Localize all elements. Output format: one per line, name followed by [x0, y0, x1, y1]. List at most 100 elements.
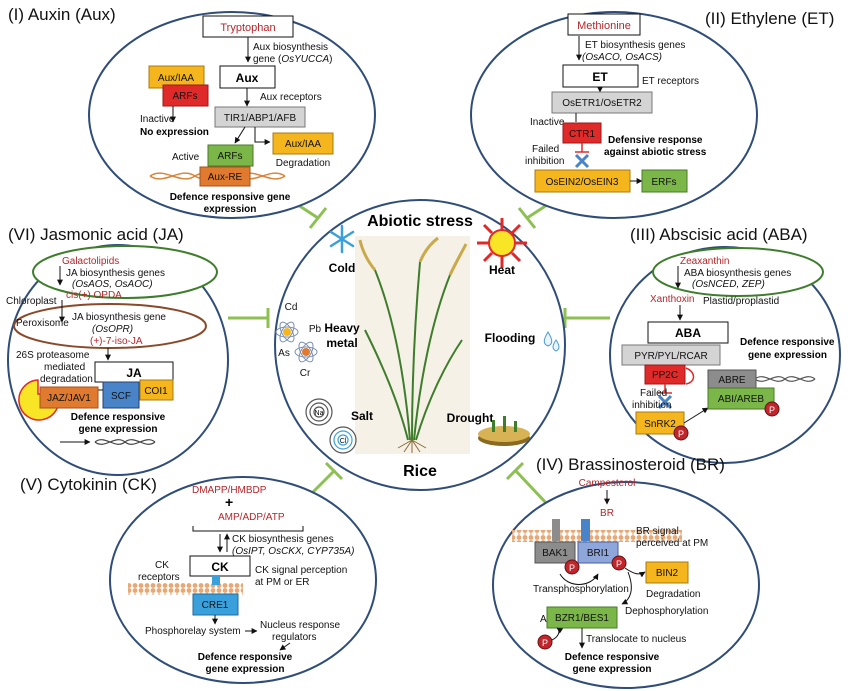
- jasmonic-opda: cis(+) OPDA: [66, 290, 122, 301]
- aba-response-line1: Defence responsive: [740, 337, 835, 348]
- brassinosteroid-signal-line2: perceived at PM: [636, 538, 708, 549]
- jasmonic-precursor: Galactolipids: [62, 256, 119, 267]
- ethylene-receptors-label: ET receptors: [642, 76, 699, 87]
- cytokinin-panel: (V) Cytokinin (CK) DMAPP/HMBDP + AMP/ADP…: [20, 475, 377, 684]
- auxin-degraded: Aux/IAA: [285, 139, 321, 150]
- sun-icon: [477, 218, 527, 268]
- ion-na: Na: [315, 410, 324, 417]
- stress-heavy-metal-line1: Heavy: [324, 321, 360, 335]
- center-title: Abiotic stress: [367, 213, 473, 230]
- aba-genes: (OsNCED, ZEP): [692, 279, 765, 290]
- stress-heavy-metal-line2: metal: [326, 336, 357, 350]
- cytokinin-precursor-2: AMP/ADP/ATP: [218, 512, 285, 523]
- ethylene-response-line2: against abiotic stress: [604, 147, 707, 158]
- auxin-receptors: TIR1/ABP1/AFB: [224, 113, 297, 124]
- jasmonic-gene: (OsOPR): [92, 324, 133, 335]
- blocked-x-icon: [657, 394, 673, 410]
- auxin-factor-inactive: ARFs: [173, 91, 198, 102]
- ethylene-receptors: OsETR1/OsETR2: [562, 98, 642, 109]
- jasmonic-jaz: JAZ/JAV1: [47, 393, 91, 404]
- jasmonic-proteasome: 26S proteasome: [16, 350, 90, 361]
- jasmonic-coi: COI1: [144, 386, 168, 397]
- stress-flooding: Flooding: [485, 331, 536, 345]
- ethylene-hormone: ET: [592, 70, 608, 84]
- cytokinin-nucleus-line2: regulators: [272, 632, 316, 643]
- stress-cold: Cold: [329, 261, 356, 275]
- auxin-title: (I) Auxin (Aux): [8, 5, 116, 24]
- cytokinin-hormone: CK: [211, 560, 229, 574]
- jasmonic-response-line2: gene expression: [79, 424, 158, 435]
- cytokinin-response-line2: gene expression: [206, 664, 285, 675]
- metal-pb: Pb: [309, 324, 322, 335]
- metal-cd: Cd: [285, 302, 298, 313]
- auxin-no-expression: No expression: [140, 127, 209, 138]
- heavy-metal-icon: [275, 321, 318, 363]
- aba-hormone: ABA: [675, 326, 701, 340]
- stress-salt: Salt: [351, 409, 373, 423]
- auxin-gene-prefix: gene (: [253, 54, 282, 65]
- aba-biosynthesis: ABA biosynthesis genes: [684, 268, 791, 279]
- metal-as: As: [278, 348, 290, 359]
- cytokinin-perception-line1: CK signal perception: [255, 565, 347, 576]
- brassinosteroid-degradation: Degradation: [646, 589, 700, 600]
- auxin-active: Active: [172, 152, 200, 163]
- cytokinin-plus: +: [225, 494, 233, 510]
- auxin-response-line1: Defence responsive gene: [170, 192, 291, 203]
- jasmonic-panel: (VI) Jasmonic acid (JA) Galactolipids JA…: [6, 225, 229, 476]
- cytokinin-perception-line2: at PM or ER: [255, 577, 309, 588]
- ion-cl: Cl: [340, 438, 347, 445]
- jasmonic-degradation: degradation: [40, 374, 93, 385]
- auxin-gene-suffix: ): [329, 54, 332, 65]
- cytokinin-genes: (OsIPT, OsCKX, CYP735A): [232, 546, 354, 557]
- cytokinin-response-line1: Defence responsive: [198, 652, 293, 663]
- auxin-panel: (I) Auxin (Aux) Tryptophan Aux biosynthe…: [8, 5, 376, 219]
- stress-drought: Drought: [447, 411, 494, 425]
- metal-cr: Cr: [300, 368, 311, 379]
- jasmonic-peroxisome: Peroxisome: [16, 318, 69, 329]
- ethylene-erf: ERFs: [652, 177, 677, 188]
- aba-response-line2: gene expression: [748, 350, 827, 361]
- jasmonic-iso-ja: (+)-7-iso-JA: [90, 336, 143, 347]
- cytokinin-receptors-line1: CK: [155, 560, 169, 571]
- auxin-factor-active: ARFs: [218, 151, 243, 162]
- aba-phospho-2: P: [769, 405, 775, 415]
- brassinosteroid-signal-line1: BR signal: [636, 526, 679, 537]
- auxin-element: Aux-RE: [208, 172, 243, 183]
- brassinosteroid-bak: BAK1: [542, 548, 568, 559]
- jasmonic-genes: (OsAOS, OsAOC): [72, 279, 153, 290]
- aba-element: ABRE: [718, 375, 746, 386]
- ethylene-biosynthesis: ET biosynthesis genes: [585, 40, 685, 51]
- jasmonic-title: (VI) Jasmonic acid (JA): [8, 225, 184, 244]
- dna-icon: [754, 376, 816, 382]
- svg-text:gene (OsYUCCA): gene (OsYUCCA): [253, 54, 333, 65]
- jasmonic-response-line1: Defence responsive: [71, 412, 166, 423]
- dna-icon: [94, 439, 156, 445]
- jasmonic-chloroplast: Chloroplast: [6, 296, 57, 307]
- ethylene-inactive: Inactive: [530, 117, 565, 128]
- stress-heat: Heat: [489, 263, 515, 277]
- brassinosteroid-phospho-2: P: [616, 559, 622, 569]
- aba-failed-line1: Failed: [640, 388, 667, 399]
- dry-soil-icon: [478, 416, 530, 446]
- aba-panel: (III) Abscisic acid (ABA) Zeaxanthin ABA…: [609, 225, 841, 464]
- salt-ion-icon: [305, 398, 357, 454]
- brassinosteroid-precursor: Campesterol: [579, 478, 636, 489]
- ethylene-precursor: Methionine: [577, 20, 631, 32]
- brassinosteroid-bri: BRI1: [587, 548, 610, 559]
- brassinosteroid-title: (IV) Brassinosteroid (BR): [536, 455, 725, 474]
- cytokinin-precursor-1: DMAPP/HMBDP: [192, 485, 267, 496]
- cytokinin-receptors-line2: receptors: [138, 572, 180, 583]
- ethylene-failed-line1: Failed: [532, 144, 559, 155]
- auxin-degradation: Degradation: [276, 158, 330, 169]
- aba-intermediate: Xanthoxin: [650, 294, 694, 305]
- ethylene-genes: (OsACO, OsACS): [582, 52, 662, 63]
- jasmonic-scf: SCF: [111, 391, 131, 402]
- water-drop-icon: [543, 331, 560, 352]
- brassinosteroid-bzr: BZR1/BES1: [555, 613, 609, 624]
- brassinosteroid-transphos: Transphosphorylation: [533, 584, 629, 595]
- brassinosteroid-bin: BIN2: [656, 568, 679, 579]
- auxin-biosynthesis: Aux biosynthesis: [253, 42, 328, 53]
- brassinosteroid-hormone: BR: [600, 508, 614, 519]
- auxin-repressor: Aux/IAA: [158, 73, 194, 84]
